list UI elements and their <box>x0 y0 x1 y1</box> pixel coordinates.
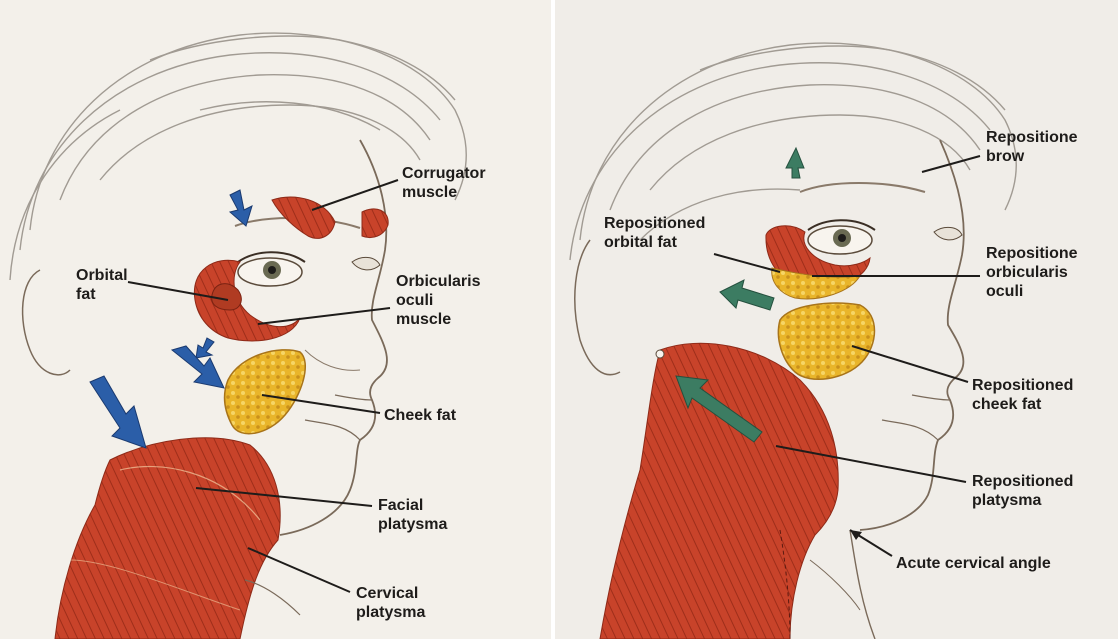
label-repositioned-orbital-fat: Repositioned orbital fat <box>604 214 705 252</box>
label-repositioned-orbicularis-oculi: Repositione orbicularis oculi <box>986 244 1078 301</box>
label-corrugator-muscle: Corrugator muscle <box>402 164 486 202</box>
label-cheek-fat: Cheek fat <box>384 406 456 425</box>
label-facial-platysma: Facial platysma <box>378 496 447 534</box>
label-repositioned-brow: Repositione brow <box>986 128 1078 166</box>
label-repositioned-platysma: Repositioned platysma <box>972 472 1073 510</box>
label-orbicularis-oculi-muscle: Orbicularis oculi muscle <box>396 272 480 329</box>
label-orbital-fat: Orbital fat <box>76 266 128 304</box>
label-cervical-platysma: Cervical platysma <box>356 584 425 622</box>
label-repositioned-cheek-fat: Repositioned cheek fat <box>972 376 1073 414</box>
label-acute-cervical-angle: Acute cervical angle <box>896 554 1051 573</box>
